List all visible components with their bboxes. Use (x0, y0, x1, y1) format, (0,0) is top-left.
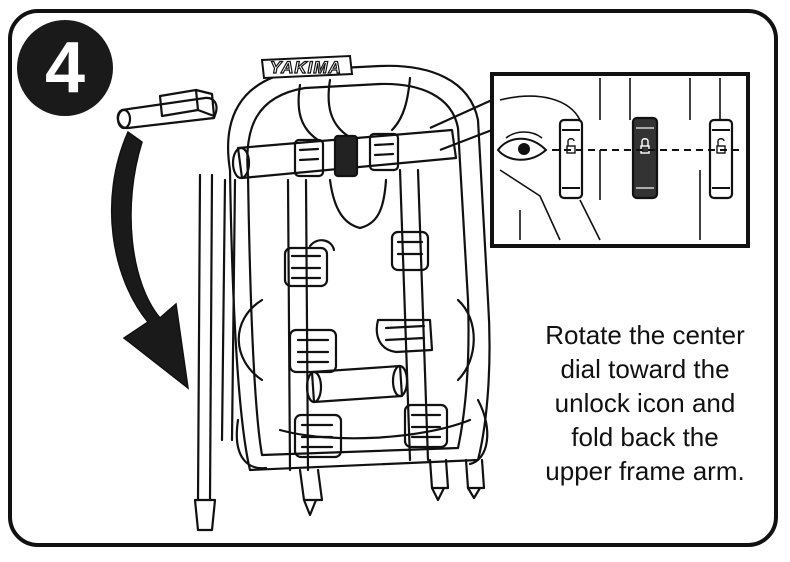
hub-tube-end (231, 146, 251, 180)
right-dial (368, 132, 400, 172)
eye-icon (496, 131, 548, 161)
callout-pointer-bottom (439, 128, 493, 152)
hub-tube (236, 128, 458, 180)
zoom-right-dial (708, 118, 734, 200)
strap-left (196, 173, 214, 502)
instruction-line: unlock icon and (554, 388, 736, 418)
zoom-callout (490, 72, 750, 248)
center-dial (333, 134, 359, 178)
zoom-left-dial (558, 118, 584, 200)
instruction-line: Rotate the center (545, 320, 745, 350)
curved-arrow-icon (110, 130, 190, 390)
cradle-left-top (283, 239, 336, 288)
instruction-line: dial toward the (560, 354, 730, 384)
upper-arm (116, 96, 218, 130)
buckle-left (193, 498, 217, 532)
main-frame-inner (246, 82, 470, 457)
brand-label: YAKIMA (270, 58, 342, 77)
left-dial (293, 138, 325, 178)
cradle-right-mid (375, 318, 434, 354)
instruction-line: fold back the (571, 422, 719, 452)
callout-pointer-top (429, 98, 493, 130)
cradle-right-low (403, 403, 449, 449)
lower-crossbar (310, 364, 404, 404)
zoom-center-dial (631, 116, 659, 200)
cradle-left-mid (288, 328, 338, 374)
upper-arm-cap (116, 108, 132, 130)
main-frame (226, 64, 491, 472)
instruction-text: Rotate the center dial toward the unlock… (520, 318, 770, 488)
brand-plate: YAKIMA (260, 54, 354, 80)
instruction-line: upper frame arm. (545, 456, 745, 486)
step-number-badge: 4 (17, 20, 113, 116)
cradle-right-top (390, 230, 430, 272)
